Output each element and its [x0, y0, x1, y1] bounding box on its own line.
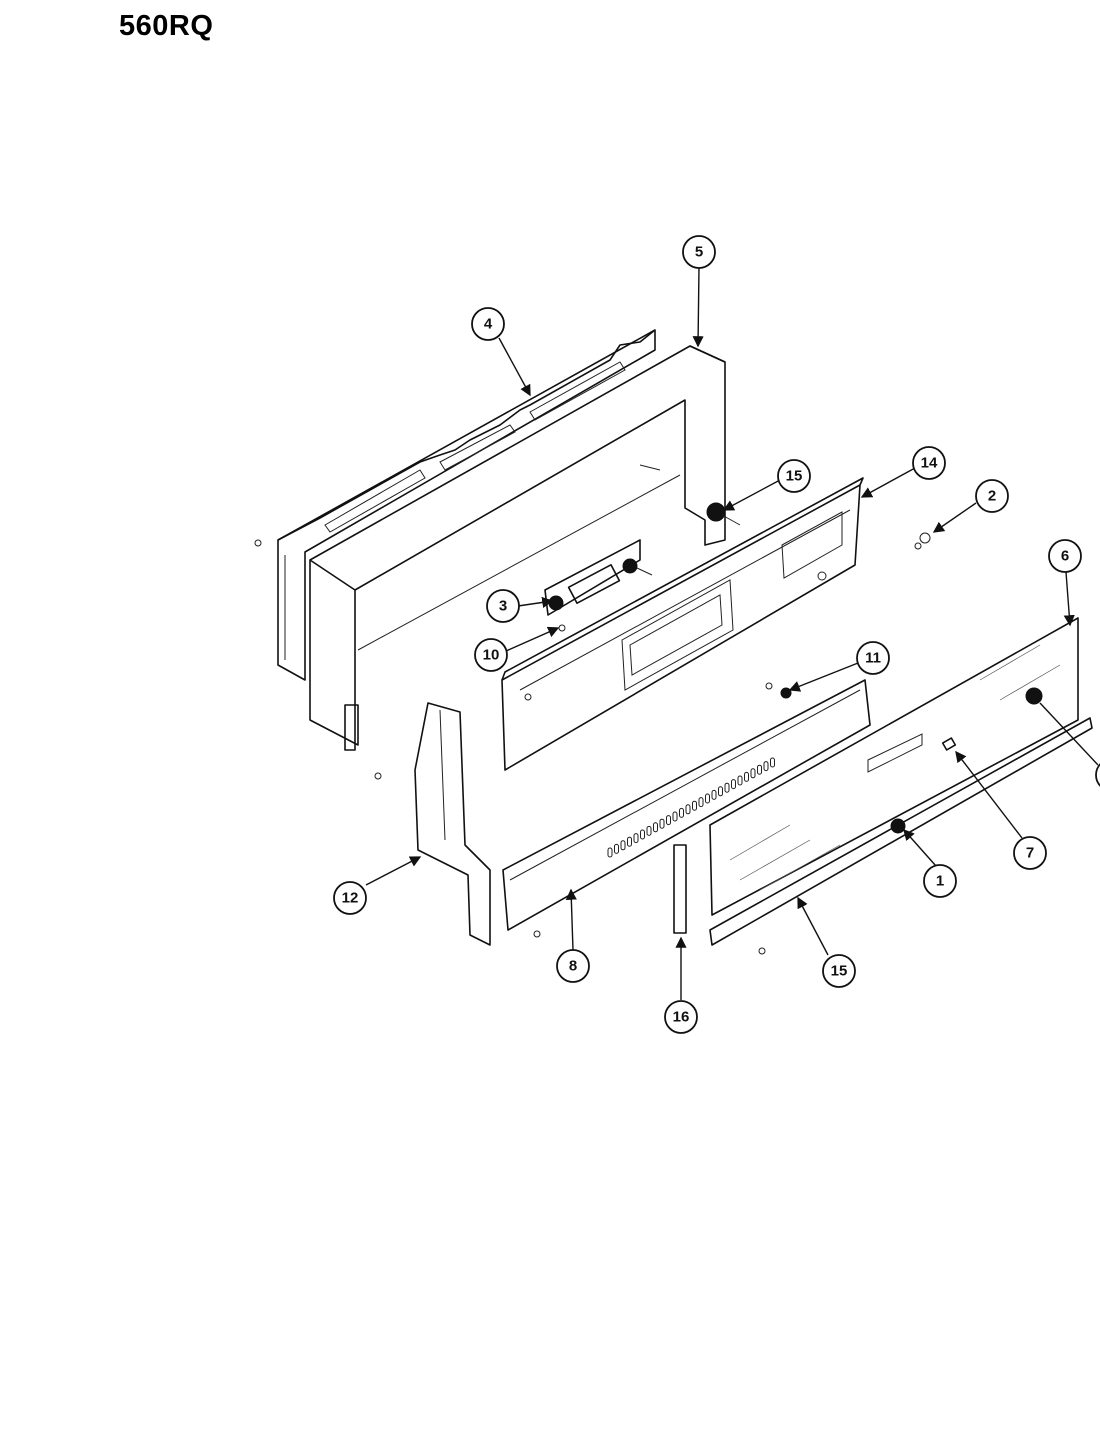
callout-2: 2 [975, 479, 1009, 513]
callout-8: 8 [556, 949, 590, 983]
screw-part-2 [914, 532, 931, 550]
vent-slot [646, 825, 652, 836]
callout-16-label: 16 [673, 1009, 690, 1026]
spacer-part-16 [673, 844, 687, 934]
callout-16: 16 [664, 1000, 698, 1034]
vent-slots [607, 757, 775, 858]
vent-slot [724, 782, 730, 793]
glass-panel-part-6 [709, 617, 1079, 916]
clock-board-part-3 [544, 539, 653, 632]
vent-slot [627, 836, 632, 847]
vent-slot [614, 843, 619, 854]
vent-slot [763, 761, 769, 772]
frame-part-5 [309, 345, 726, 780]
callout-10-label: 10 [483, 647, 500, 664]
trim-strip-part-15 [709, 717, 1093, 955]
callout-5: 5 [682, 235, 716, 269]
callout-12-label: 12 [342, 890, 359, 907]
callout-3-label: 3 [499, 598, 507, 615]
vent-slot [685, 804, 691, 815]
callout-15-label: 15 [831, 963, 848, 980]
page-title: 560RQ [119, 10, 214, 42]
callout-10: 10 [474, 638, 508, 672]
callout-12: 12 [333, 881, 367, 915]
vent-slot [633, 833, 639, 844]
callout-11-label: 11 [865, 650, 881, 667]
vent-slot [757, 764, 762, 775]
vent-slot [679, 807, 684, 818]
vent-slot [659, 818, 665, 829]
callout-4-label: 4 [484, 316, 493, 333]
vent-slot [750, 768, 756, 779]
callout-4: 4 [471, 307, 505, 341]
callout-13-label: 14 [921, 455, 938, 472]
control-panel-part-13 [501, 477, 864, 771]
callout-3: 3 [486, 589, 520, 623]
vent-slot [672, 811, 678, 822]
vent-slot [640, 829, 645, 840]
vent-slot [692, 800, 697, 811]
callout-13: 14 [912, 446, 946, 480]
callout-1-label: 1 [936, 873, 944, 890]
callout-14: 15 [777, 459, 811, 493]
vent-slot [770, 757, 775, 768]
callout-14-label: 15 [786, 468, 803, 485]
vent-slot [737, 775, 743, 786]
vent-slot [666, 815, 671, 826]
rear-panel-part-4 [254, 329, 656, 681]
callout-2-label: 2 [988, 488, 996, 505]
vent-slot [731, 779, 736, 790]
vent-slot [620, 840, 626, 851]
vent-slot [653, 822, 658, 833]
callout-7: 7 [1013, 836, 1047, 870]
callout-8-label: 8 [569, 958, 577, 975]
callout-6-label: 6 [1061, 548, 1069, 565]
side-bracket-part-12 [414, 702, 491, 946]
callout-1: 1 [923, 864, 957, 898]
vent-slot [718, 786, 723, 797]
knob-part-14 [706, 502, 741, 526]
vent-slot [744, 771, 749, 782]
callout-5-label: 5 [695, 244, 703, 261]
vent-slot [607, 847, 613, 858]
callout-partial-edge [1095, 763, 1100, 787]
callout-11: 11 [856, 641, 890, 675]
callout-6: 6 [1048, 539, 1082, 573]
vent-slot [698, 797, 704, 808]
leader-lines [365, 266, 1099, 1000]
vent-slot [711, 789, 717, 800]
callouts: 4 5 15 14 2 6 3 10 11 12 8 16 15 1 7 [333, 235, 1100, 1034]
vent-slot [705, 793, 710, 804]
lower-panel-part-8 [502, 679, 871, 938]
callout-15: 15 [822, 954, 856, 988]
callout-7-label: 7 [1026, 845, 1034, 862]
